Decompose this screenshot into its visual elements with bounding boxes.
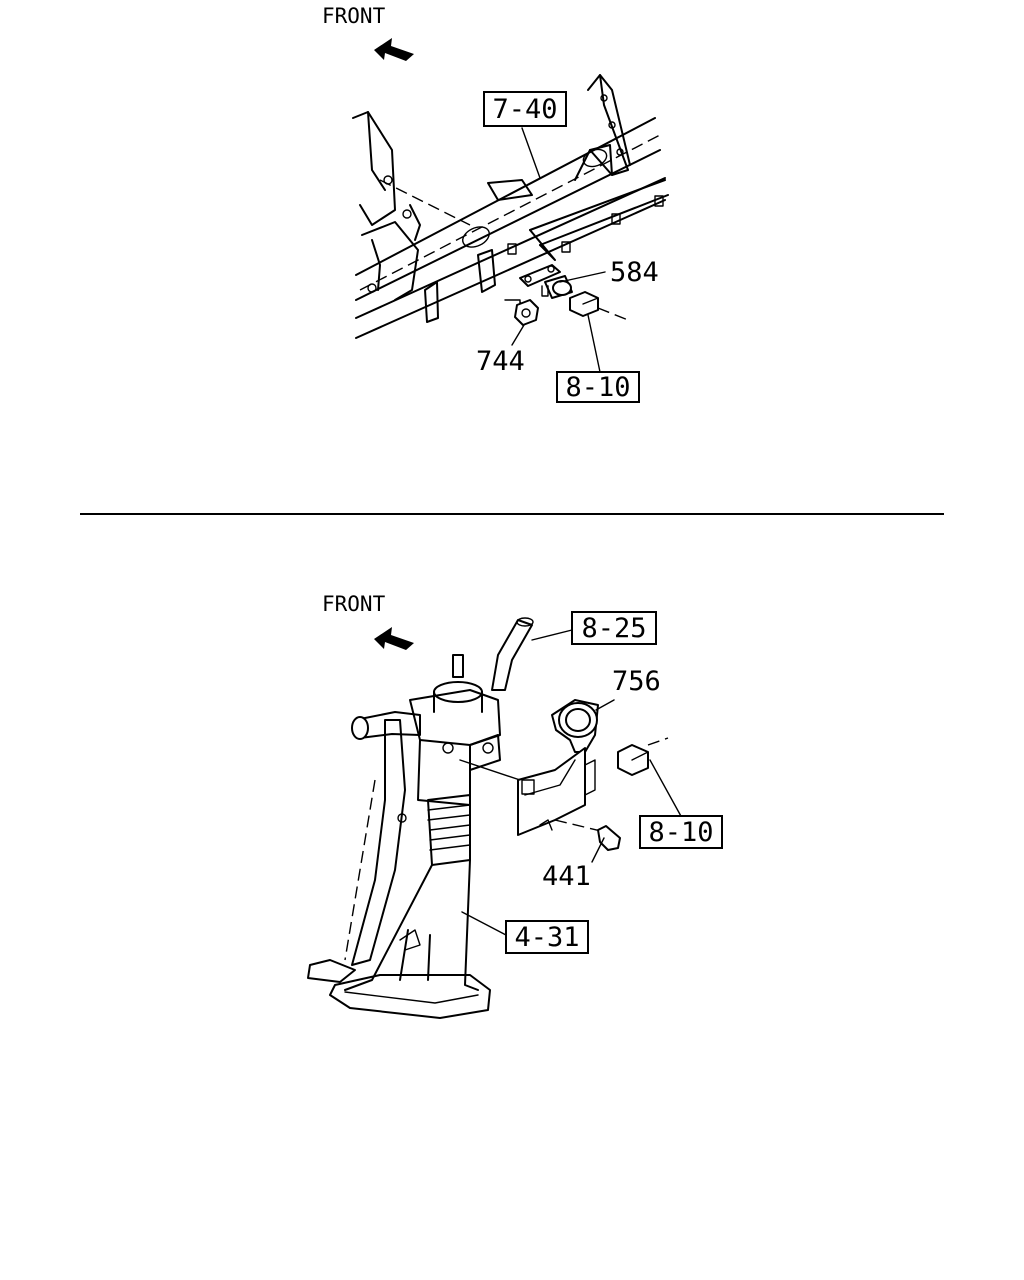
top-ref-box-crossmember: 7-40 — [483, 91, 567, 127]
bottom-part-bolt-label: 441 — [542, 861, 591, 892]
top-ref-harness-label: 8-10 — [565, 372, 630, 403]
bottom-module-part — [517, 747, 606, 836]
top-view: FRONT — [322, 4, 669, 403]
bottom-front-arrow-icon — [374, 627, 414, 650]
bottom-part-coil-label: 756 — [612, 666, 661, 697]
bottom-ref-column-label: 4-31 — [514, 922, 579, 953]
bottom-ref-harness-label: 8-10 — [648, 817, 713, 848]
top-front-arrow-icon — [374, 38, 414, 61]
bottom-ref-box-harness: 8-10 — [639, 815, 723, 849]
top-sensor-part — [519, 264, 606, 299]
top-ref-crossmember-label: 7-40 — [492, 94, 557, 125]
bottom-coil-part — [551, 699, 615, 753]
bottom-view: FRONT — [307, 592, 723, 1019]
top-crossmember-drawing — [352, 74, 669, 339]
bottom-ref-box-column: 4-31 — [505, 920, 589, 954]
bottom-column-drawing — [307, 617, 534, 1019]
top-front-label: FRONT — [322, 4, 386, 28]
bottom-bolt-part — [591, 825, 621, 863]
top-ref-box-harness: 8-10 — [556, 371, 640, 403]
bottom-ref-switch-label: 8-25 — [581, 613, 646, 644]
bottom-front-label: FRONT — [322, 592, 386, 616]
top-part-sensor-label: 584 — [610, 257, 659, 288]
bottom-ref-box-switch: 8-25 — [571, 611, 657, 645]
top-part-nut-label: 744 — [476, 346, 525, 377]
top-connector-part — [569, 291, 629, 373]
top-nut-part — [504, 299, 539, 346]
bottom-connector-part — [617, 737, 683, 819]
